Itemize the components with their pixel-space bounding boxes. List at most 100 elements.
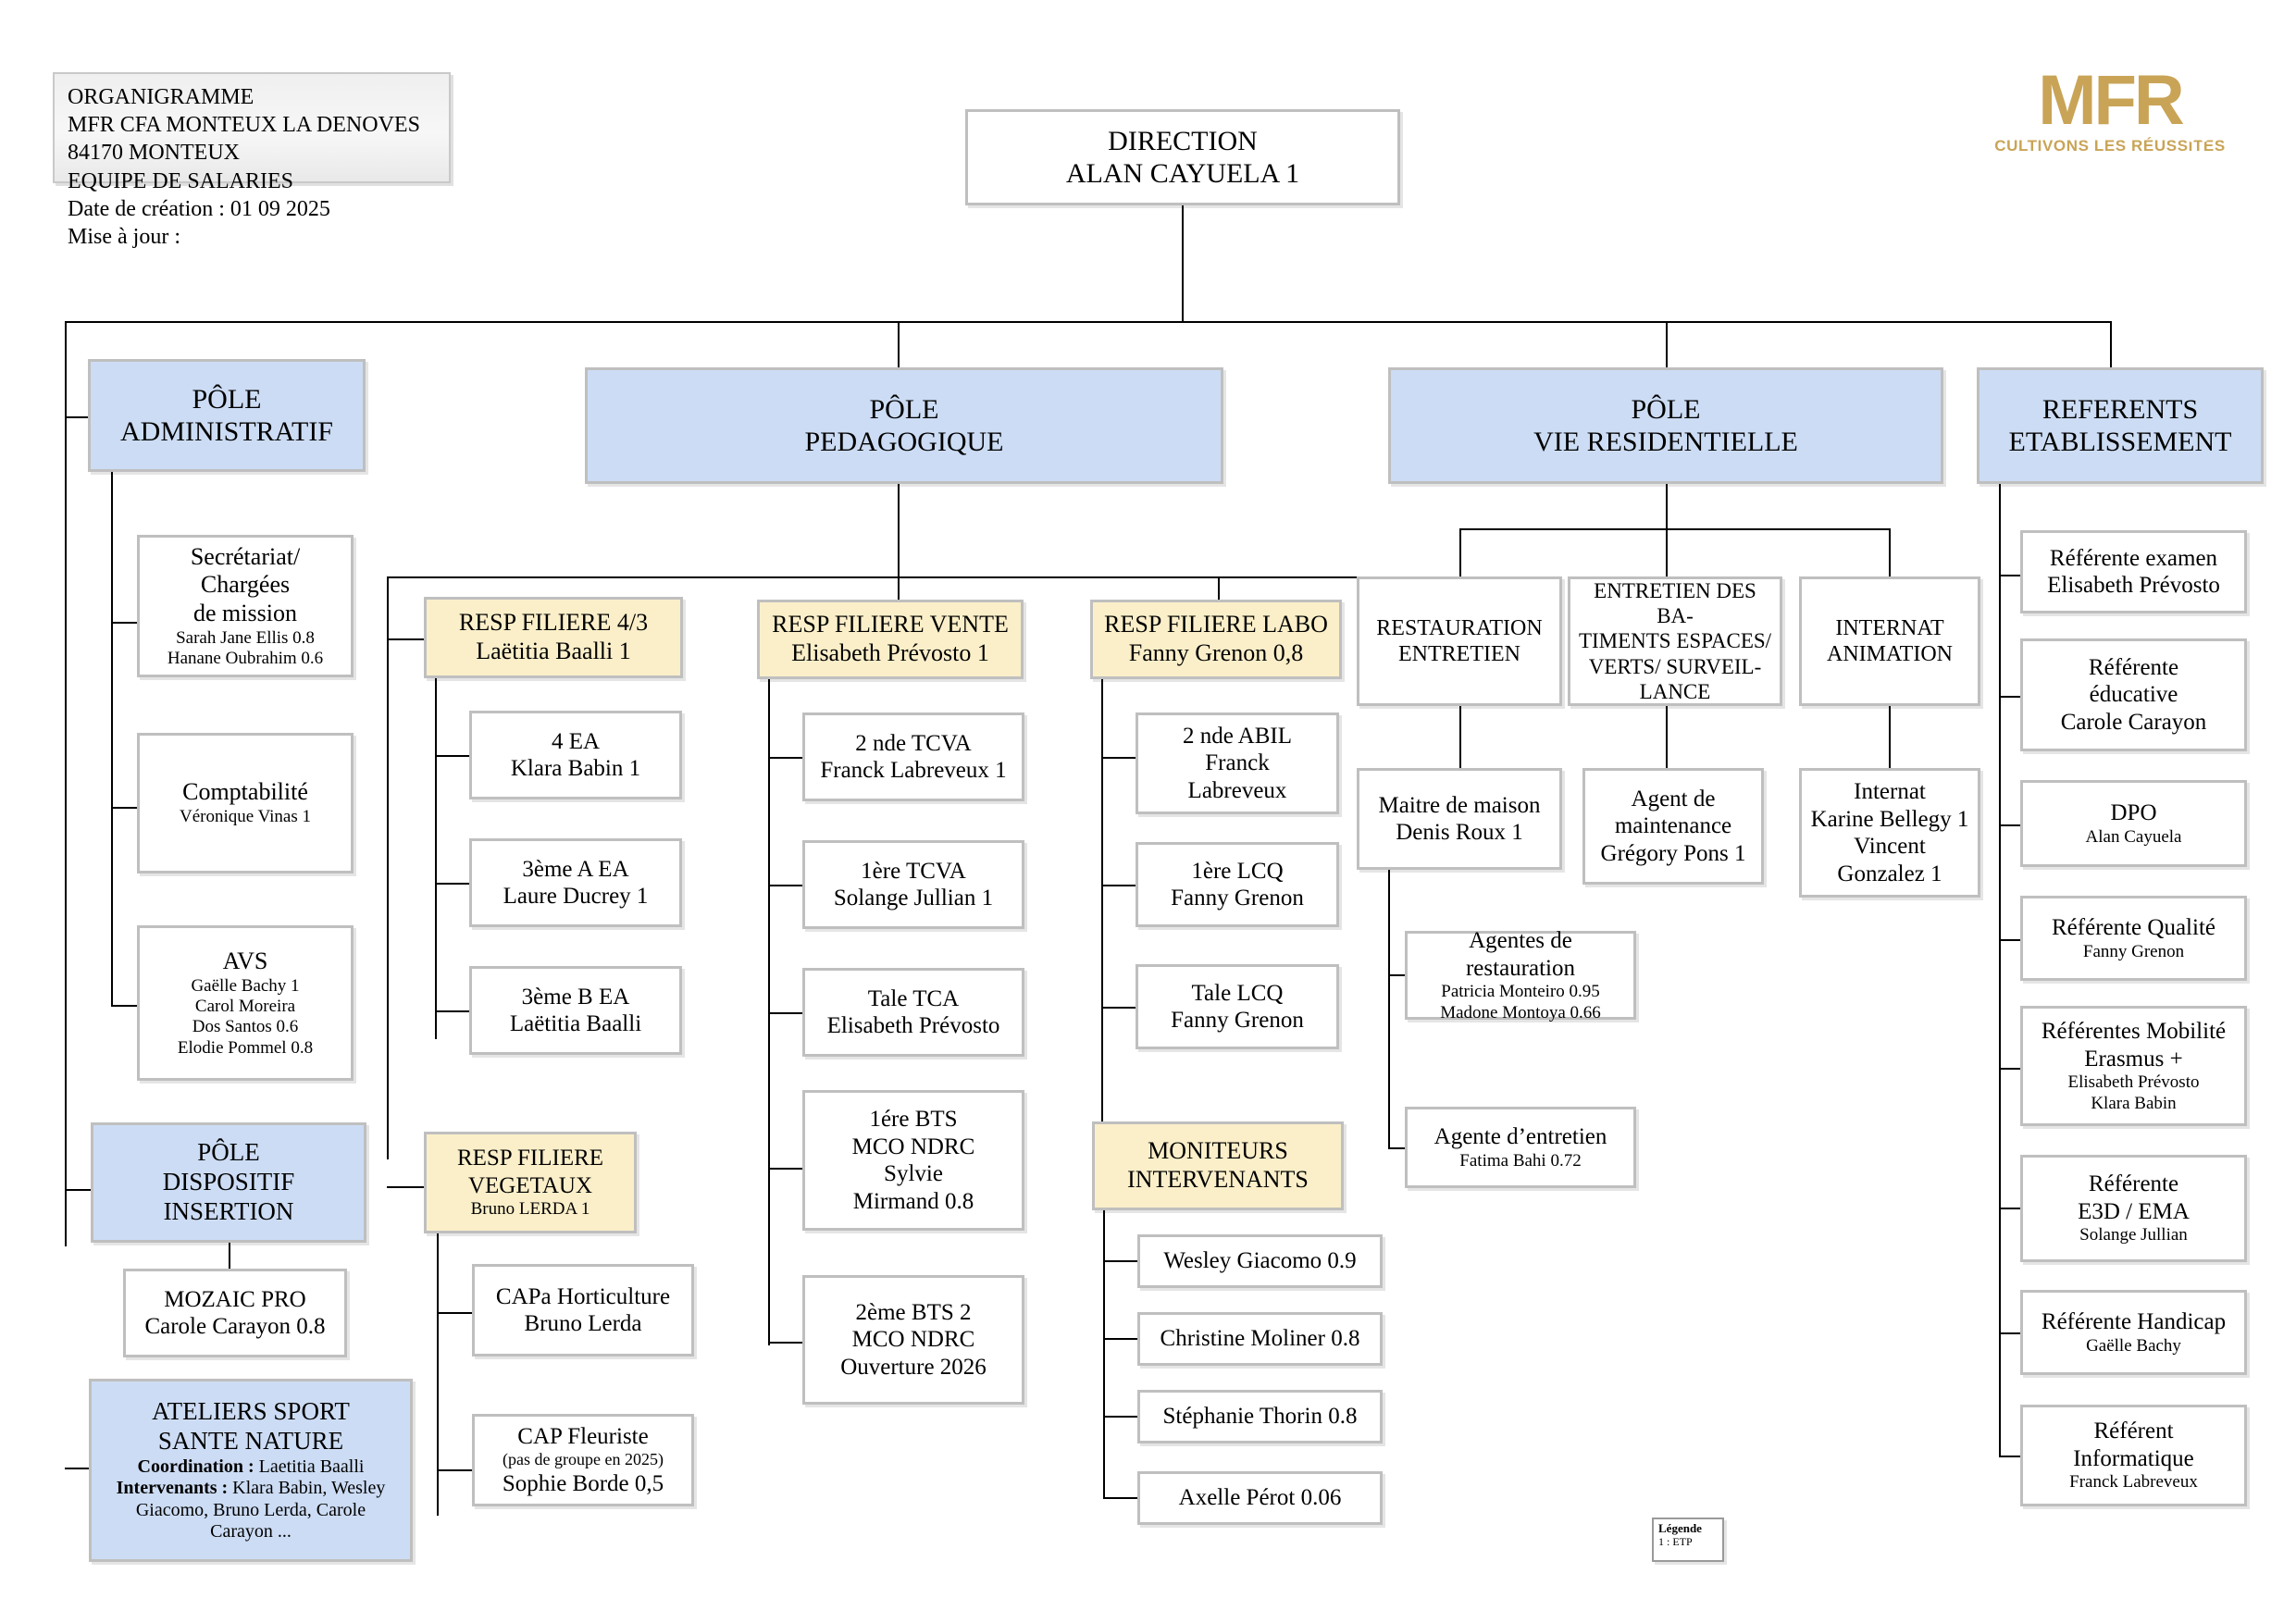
agentes-restauration-box[interactable]: Agentes de restauration Patricia Monteir… bbox=[1405, 928, 1636, 1022]
filiere-labo-child-2[interactable]: Tale LCQ Fanny Grenon bbox=[1136, 964, 1339, 1049]
moniteur-child-2[interactable]: Stéphanie Thorin 0.8 bbox=[1137, 1390, 1383, 1443]
internat-animation-box[interactable]: INTERNAT ANIMATION bbox=[1799, 576, 1980, 706]
ateliers-sport-sante-nature-box[interactable]: ATELIERS SPORT SANTE NATURE Coordination… bbox=[89, 1379, 413, 1562]
connector-filiere-vegetaux-spine bbox=[437, 1233, 439, 1516]
resp-filiere-43-box[interactable]: RESP FILIERE 4/3 Laëtitia Baalli 1 bbox=[424, 597, 683, 678]
filiere-vente-child-4[interactable]: 2ème BTS 2 MCO NDRC Ouverture 2026 bbox=[802, 1275, 1024, 1405]
connector-moniteurs-spine bbox=[1103, 1210, 1105, 1499]
resp-filiere-43-person: Laëtitia Baalli 1 bbox=[476, 638, 631, 664]
secretariat-box[interactable]: Secrétariat/ Chargées de mission Sarah J… bbox=[137, 535, 354, 677]
filiere-43-child-1-line2: Laure Ducrey 1 bbox=[503, 884, 649, 909]
filiere-vente-child-3-line1: 1ére BTS bbox=[869, 1107, 958, 1132]
resp-filiere-vente-box[interactable]: RESP FILIERE VENTE Elisabeth Prévosto 1 bbox=[757, 600, 1024, 679]
connector-moniteurs-to-child-1 bbox=[1103, 1338, 1138, 1340]
referent-2-box[interactable]: DPO Alan Cayuela bbox=[2020, 780, 2247, 867]
moniteur-child-3[interactable]: Axelle Pérot 0.06 bbox=[1137, 1471, 1383, 1525]
referent-5-box[interactable]: Référente E3D / EMA Solange Jullian bbox=[2020, 1155, 2247, 1262]
referents-etablissement-box[interactable]: REFERENTS ETABLISSEMENT bbox=[1977, 367, 2264, 484]
ateliers-intervenants-row: Intervenants : Klara Babin, Wesley bbox=[101, 1478, 401, 1500]
legend-title: Légende bbox=[1658, 1521, 1702, 1535]
referent-7-box[interactable]: Référent Informatique Franck Labreveux bbox=[2020, 1405, 2247, 1506]
connector-drop-restauration bbox=[1459, 528, 1461, 576]
resp-filiere-labo-title: RESP FILIERE LABO bbox=[1104, 611, 1328, 638]
connector-entretien-to-agent bbox=[1666, 706, 1668, 768]
filiere-43-child-2[interactable]: 3ème B EA Laëtitia Baalli bbox=[469, 966, 682, 1055]
agentes-restauration-line1: Agentes de bbox=[1469, 928, 1572, 954]
pole-administratif-line2: ADMINISTRATIF bbox=[119, 416, 333, 447]
pole-vie-residentielle-line2: VIE RESIDENTIELLE bbox=[1533, 427, 1798, 457]
filiere-labo-child-1[interactable]: 1ère LCQ Fanny Grenon bbox=[1136, 842, 1339, 927]
connector-administratif-to-avs bbox=[111, 1005, 139, 1007]
avs-box[interactable]: AVS Gaëlle Bachy 1 Carol Moreira Dos San… bbox=[137, 925, 354, 1081]
mozaic-pro-box[interactable]: MOZAIC PRO Carole Carayon 0.8 bbox=[123, 1269, 347, 1357]
connector-referent-6 bbox=[1999, 1332, 2021, 1334]
filiere-vegetaux-child-0[interactable]: CAPa Horticulture Bruno Lerda bbox=[472, 1264, 694, 1357]
pole-pedagogique-box[interactable]: PÔLE PEDAGOGIQUE bbox=[585, 367, 1223, 484]
connector-referent-0 bbox=[1999, 575, 2021, 576]
referent-0-box[interactable]: Référente examen Elisabeth Prévosto bbox=[2020, 530, 2247, 613]
filiere-labo-child-0[interactable]: 2 nde ABIL Franck Labreveux bbox=[1136, 712, 1339, 814]
filiere-vente-child-3[interactable]: 1ére BTS MCO NDRC Sylvie Mirmand 0.8 bbox=[802, 1090, 1024, 1231]
filiere-labo-child-0-line2: Franck bbox=[1205, 750, 1270, 776]
maitre-maison-line1: Maitre de maison bbox=[1378, 792, 1541, 818]
agentes-restauration-person-1: Patricia Monteiro 0.95 bbox=[1441, 982, 1600, 1002]
pole-administratif-box[interactable]: PÔLE ADMINISTRATIF bbox=[88, 359, 366, 472]
filiere-vente-child-2[interactable]: Tale TCA Elisabeth Prévosto bbox=[802, 968, 1024, 1057]
connector-maitre-maison-spine bbox=[1388, 870, 1390, 1147]
pole-vie-residentielle-box[interactable]: PÔLE VIE RESIDENTIELLE bbox=[1388, 367, 1943, 484]
filiere-vente-child-3-line3: Sylvie bbox=[884, 1161, 943, 1186]
referents-line2: ETABLISSEMENT bbox=[2008, 427, 2232, 457]
resp-filiere-labo-box[interactable]: RESP FILIERE LABO Fanny Grenon 0,8 bbox=[1090, 600, 1342, 679]
connector-drop-filiere-vente bbox=[898, 576, 900, 609]
direction-box[interactable]: DIRECTION ALAN CAYUELA 1 bbox=[965, 109, 1400, 205]
moniteur-child-1[interactable]: Christine Moliner 0.8 bbox=[1137, 1312, 1383, 1366]
filiere-vente-child-1[interactable]: 1ère TCVA Solange Jullian 1 bbox=[802, 840, 1024, 929]
agent-maintenance-line1: Agent de bbox=[1631, 786, 1716, 812]
moniteur-child-0[interactable]: Wesley Giacomo 0.9 bbox=[1137, 1234, 1383, 1288]
moniteur-child-2-name: Stéphanie Thorin 0.8 bbox=[1162, 1404, 1358, 1430]
referent-1-box[interactable]: Référente éducative Carole Carayon bbox=[2020, 638, 2247, 751]
referent-4-box[interactable]: Référentes Mobilité Erasmus + Elisabeth … bbox=[2020, 1006, 2247, 1126]
restauration-entretien-box[interactable]: RESTAURATION ENTRETIEN bbox=[1357, 576, 1562, 706]
filiere-vente-child-4-line2: MCO NDRC bbox=[851, 1327, 975, 1353]
connector-left-to-ateliers bbox=[65, 1468, 89, 1469]
filiere-vente-child-0-line1: 2 nde TCVA bbox=[855, 730, 972, 756]
referent-3-box[interactable]: Référente Qualité Fanny Grenon bbox=[2020, 896, 2247, 981]
filiere-43-child-0[interactable]: 4 EA Klara Babin 1 bbox=[469, 711, 682, 799]
pole-administratif-line1: PÔLE bbox=[192, 383, 262, 415]
referent-6-box[interactable]: Référente Handicap Gaëlle Bachy bbox=[2020, 1290, 2247, 1375]
resp-filiere-vegetaux-box[interactable]: RESP FILIERE VEGETAUX Bruno LERDA 1 bbox=[424, 1132, 637, 1233]
mozaic-person-1: Carole Carayon 0.8 bbox=[144, 1314, 326, 1339]
connector-filiere-43-to-child-2 bbox=[435, 1010, 470, 1012]
maitre-de-maison-box[interactable]: Maitre de maison Denis Roux 1 bbox=[1357, 768, 1562, 870]
pole-dispositif-insertion-box[interactable]: PÔLE DISPOSITIF INSERTION bbox=[91, 1122, 366, 1243]
moniteurs-intervenants-box[interactable]: MONITEURS INTERVENANTS bbox=[1092, 1121, 1344, 1210]
referent-3-line1: Référente Qualité bbox=[2052, 915, 2215, 941]
agente-entretien-box[interactable]: Agente d’entretien Fatima Bahi 0.72 bbox=[1405, 1107, 1636, 1188]
connector-to-agente-entretien bbox=[1388, 1147, 1407, 1149]
connector-internat-to-staff bbox=[1889, 706, 1891, 768]
filiere-vegetaux-child-1[interactable]: CAP Fleuriste (pas de groupe en 2025) So… bbox=[472, 1414, 694, 1506]
filiere-43-child-1[interactable]: 3ème A EA Laure Ducrey 1 bbox=[469, 838, 682, 927]
moniteur-child-0-name: Wesley Giacomo 0.9 bbox=[1163, 1248, 1357, 1274]
filiere-vegetaux-child-1-line1: CAP Fleuriste bbox=[517, 1423, 649, 1449]
filiere-vente-child-0[interactable]: 2 nde TCVA Franck Labreveux 1 bbox=[802, 712, 1024, 801]
connector-administratif-to-comptabilite bbox=[111, 807, 139, 809]
agent-maintenance-box[interactable]: Agent de maintenance Grégory Pons 1 bbox=[1582, 768, 1764, 885]
internat-staff-box[interactable]: Internat Karine Bellegy 1 Vincent Gonzal… bbox=[1799, 768, 1980, 898]
connector-referent-4 bbox=[1999, 1068, 2021, 1070]
connector-referent-5 bbox=[1999, 1208, 2021, 1209]
connector-drop-entretien-bat bbox=[1666, 528, 1668, 576]
resp-filiere-vegetaux-line2: VEGETAUX bbox=[467, 1172, 593, 1198]
moniteurs-line2: INTERVENANTS bbox=[1127, 1166, 1309, 1193]
connector-filiere-vente-to-child-3 bbox=[768, 1168, 803, 1170]
filiere-vente-child-1-line2: Solange Jullian 1 bbox=[833, 886, 994, 911]
entretien-batiments-box[interactable]: ENTRETIEN DES BA- TIMENTS ESPACES/ VERTS… bbox=[1568, 576, 1782, 706]
legend-box: Légende 1 : ETP bbox=[1652, 1518, 1724, 1562]
referent-4-person-1: Elisabeth Prévosto bbox=[2067, 1072, 2200, 1093]
resp-filiere-43-title: RESP FILIERE 4/3 bbox=[458, 609, 649, 637]
connector-pedagogique-bus bbox=[387, 576, 1458, 578]
connector-left-to-administratif bbox=[65, 416, 93, 418]
comptabilite-box[interactable]: Comptabilité Véronique Vinas 1 bbox=[137, 733, 354, 873]
pole-pedagogique-line2: PEDAGOGIQUE bbox=[804, 427, 1004, 457]
